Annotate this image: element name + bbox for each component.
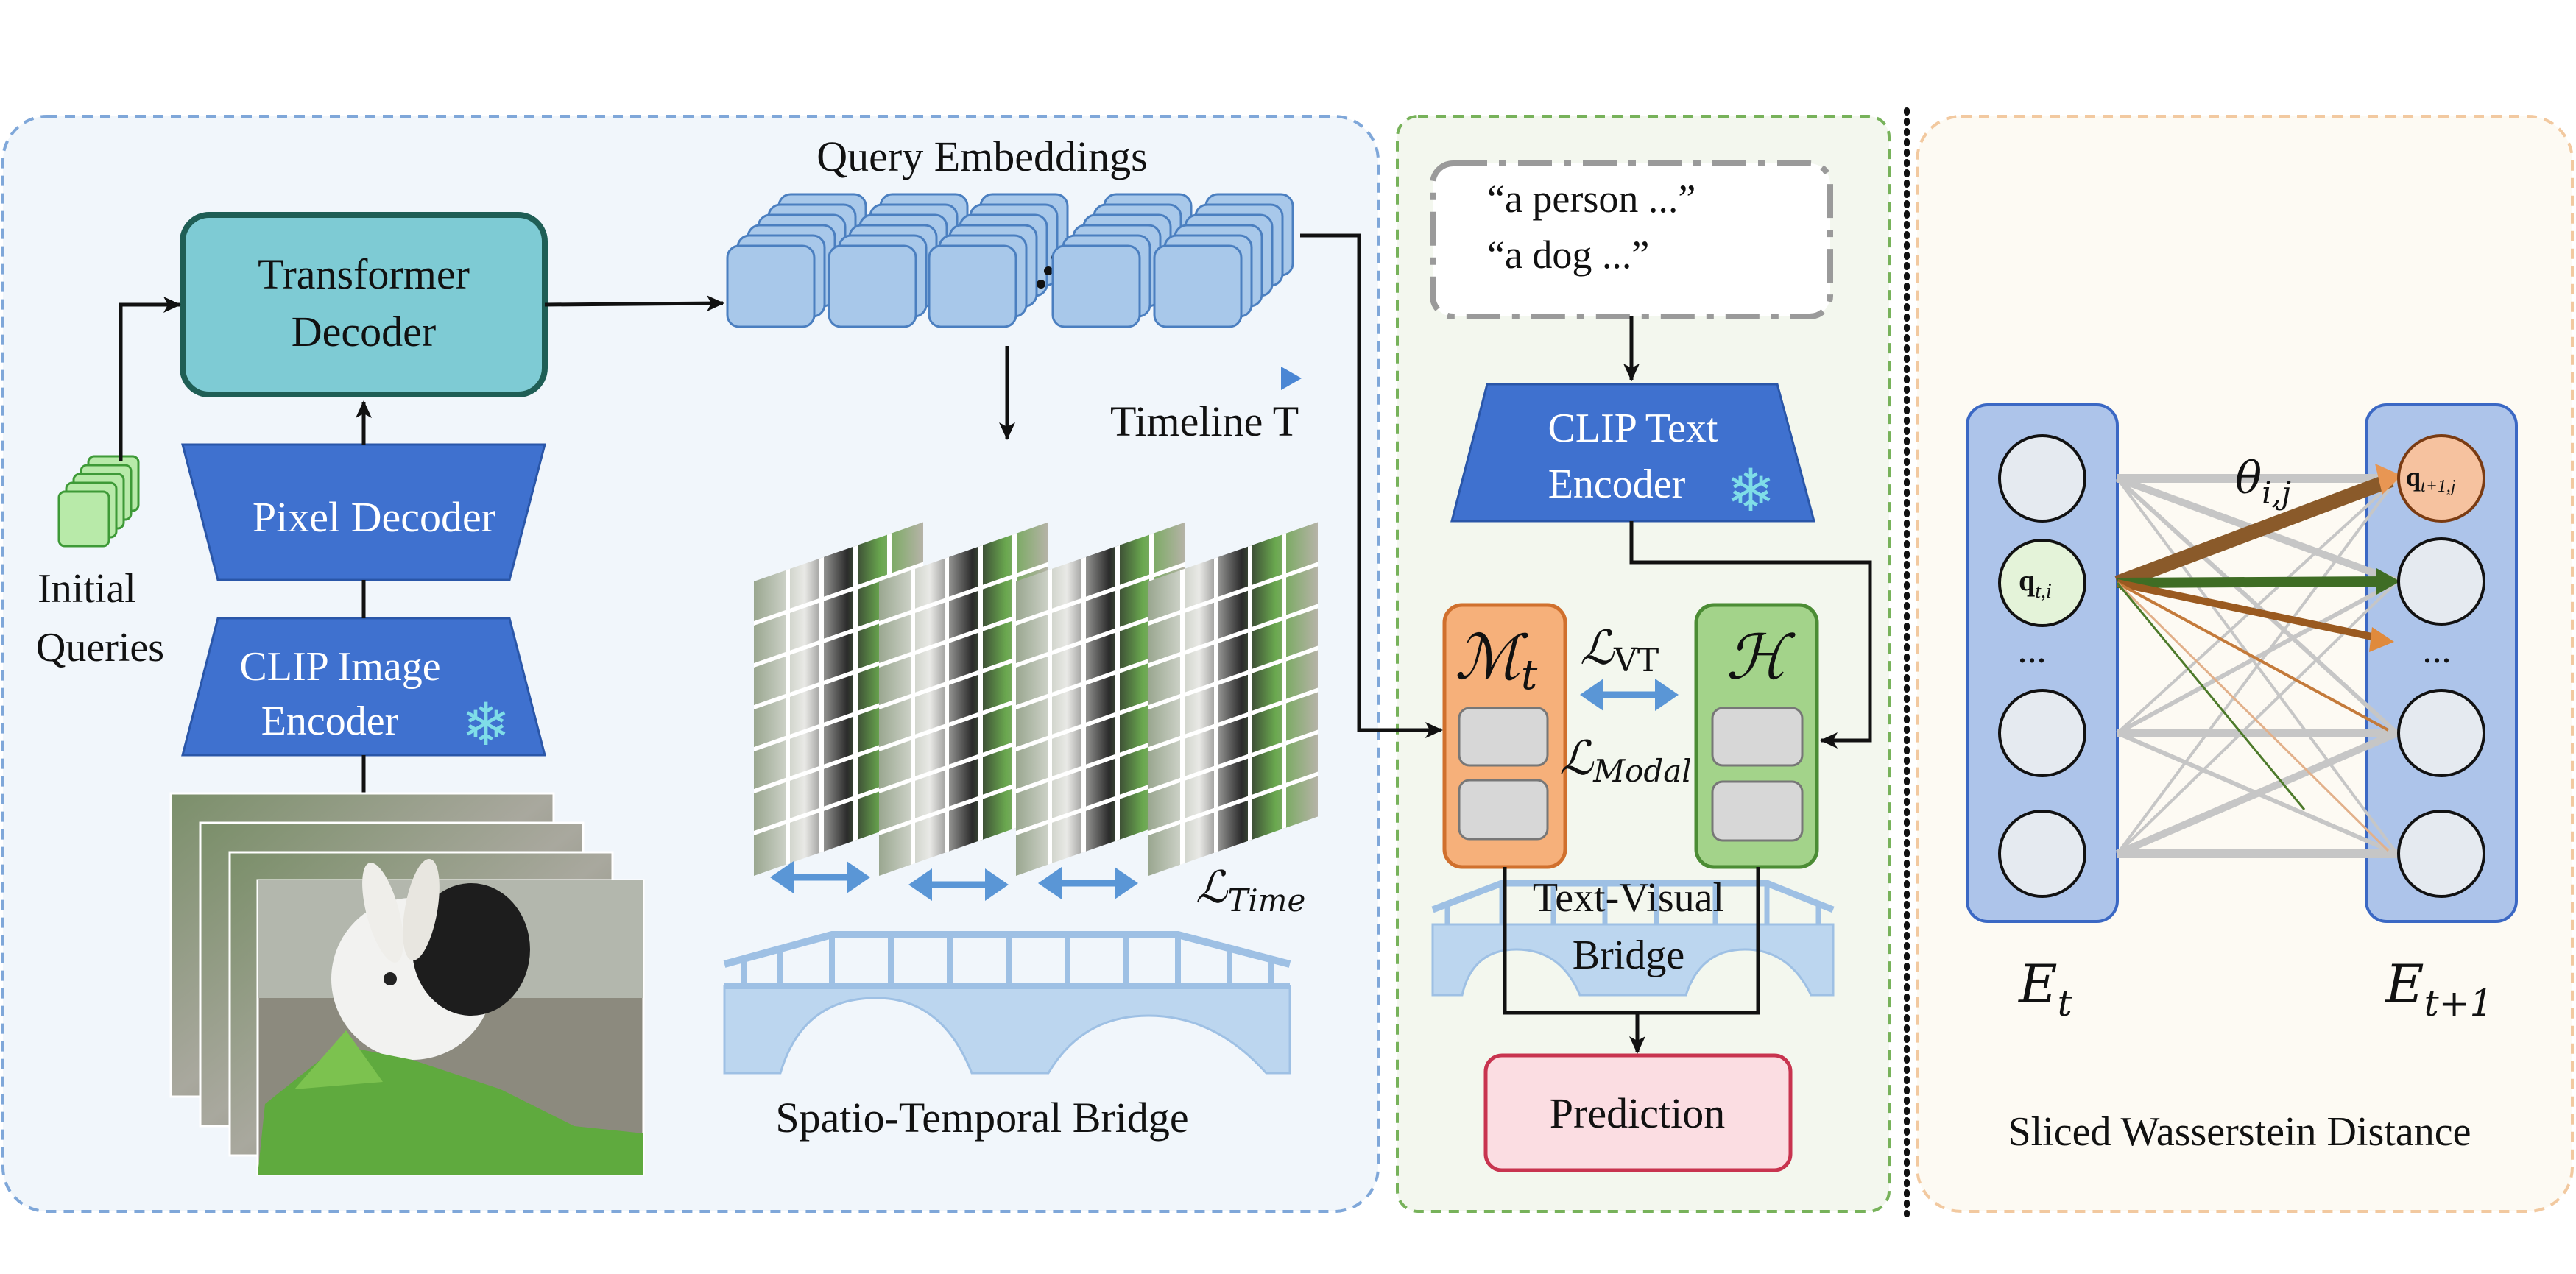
e-t1-label: Et+1 — [2384, 953, 2493, 1024]
svg-text:ℒTime: ℒTime — [1196, 862, 1305, 919]
q-ti-label: qt,i — [2019, 564, 2052, 603]
query-embeddings-title: Query Embeddings — [816, 132, 1147, 180]
mt-label: ℳt — [1455, 621, 1538, 699]
loss-modal-label: ℒModal — [1559, 732, 1692, 789]
temporal-double-arrows — [770, 861, 1138, 901]
e-t-label: Et — [2017, 953, 2073, 1024]
node-t-1 — [1998, 434, 2086, 523]
clip-image-encoder-box — [181, 617, 546, 757]
sliced-wasserstein-label: Sliced Wasserstein Distance — [2008, 1109, 2471, 1155]
node-t-4 — [1998, 810, 2086, 898]
clip-text-encoder-box — [1450, 383, 1815, 523]
node-t-3 — [1998, 689, 2086, 777]
input-video-frames — [169, 792, 645, 1176]
node-t1-4 — [2397, 810, 2485, 898]
spatio-temporal-bridge-icon — [723, 931, 1291, 1075]
connector-mt-to-prediction — [1503, 867, 1760, 1015]
query-embedding-cubes — [726, 193, 1294, 328]
theta-label: θi,j — [2235, 453, 2291, 511]
mt-slot-1 — [1458, 707, 1549, 767]
transformer-decoder-label-2: Decoder — [292, 308, 436, 355]
ellipsis-right: ... — [2423, 629, 2452, 671]
snowflake-icon: ❄ — [1726, 459, 1775, 524]
arrow-queries-to-mt — [1300, 233, 1443, 738]
mt-slot-2 — [1458, 779, 1549, 841]
vt-double-arrow — [1580, 679, 1679, 711]
h-label: ℋ — [1726, 621, 1796, 693]
h-slot-2 — [1711, 780, 1804, 842]
node-t1-2 — [2397, 537, 2485, 626]
clip-text-encoder-label-2: Encoder — [1548, 461, 1686, 507]
text-prompt-box — [1430, 160, 1833, 319]
q-t1j-label: qt+1,j — [2406, 462, 2456, 496]
transformer-decoder-box — [180, 212, 548, 397]
node-q-ti — [1998, 539, 2086, 627]
timeline-arrow-head — [1281, 367, 1302, 390]
h-slot-1 — [1711, 707, 1804, 767]
initial-queries-label-2: Queries — [36, 625, 164, 670]
loss-vt-label: ℒVT — [1580, 621, 1659, 679]
pixel-decoder-box — [181, 443, 546, 581]
node-t1-3 — [2397, 689, 2485, 777]
timeline-label: Timeline T — [1110, 397, 1299, 445]
initial-queries-label-1: Initial — [38, 566, 136, 612]
prediction-label: Prediction — [1550, 1089, 1725, 1137]
text-prompt-2: “a dog ...” — [1487, 233, 1649, 277]
text-visual-bridge-label-1: Text-Visual — [1533, 875, 1724, 921]
loss-time-label: ℒTime — [1196, 862, 1305, 919]
embedding-panel-t — [1966, 403, 2119, 923]
spatio-temporal-bridge-label: Spatio-Temporal Bridge — [775, 1094, 1188, 1142]
grid-frames — [754, 522, 1318, 876]
ellipsis-left: ... — [2018, 629, 2047, 671]
pixel-decoder-label: Pixel Decoder — [253, 493, 495, 541]
text-visual-bridge-label-2: Bridge — [1573, 933, 1684, 978]
node-q-t1j — [2397, 434, 2485, 523]
arrow-queries-to-transformer — [119, 297, 181, 461]
prediction-box — [1483, 1053, 1793, 1172]
transport-arrows-qti — [2114, 464, 2402, 852]
arrow-clip-text-to-h — [1629, 521, 1872, 749]
text-visual-bridge-icon — [1431, 880, 1835, 997]
clip-text-encoder-label-1: CLIP Text — [1548, 406, 1718, 451]
embedding-panel-t1 — [2365, 403, 2518, 923]
arrow-transformer-to-queries — [544, 295, 724, 312]
transformer-decoder-label-1: Transformer — [258, 250, 470, 298]
text-prompt-1: “a person ...” — [1487, 177, 1695, 221]
clip-image-encoder-label-1: CLIP Image — [239, 644, 440, 690]
snowflake-icon: ❄ — [461, 693, 510, 758]
clip-image-encoder-label-2: Encoder — [261, 698, 399, 744]
initial-queries-icon — [57, 455, 140, 548]
